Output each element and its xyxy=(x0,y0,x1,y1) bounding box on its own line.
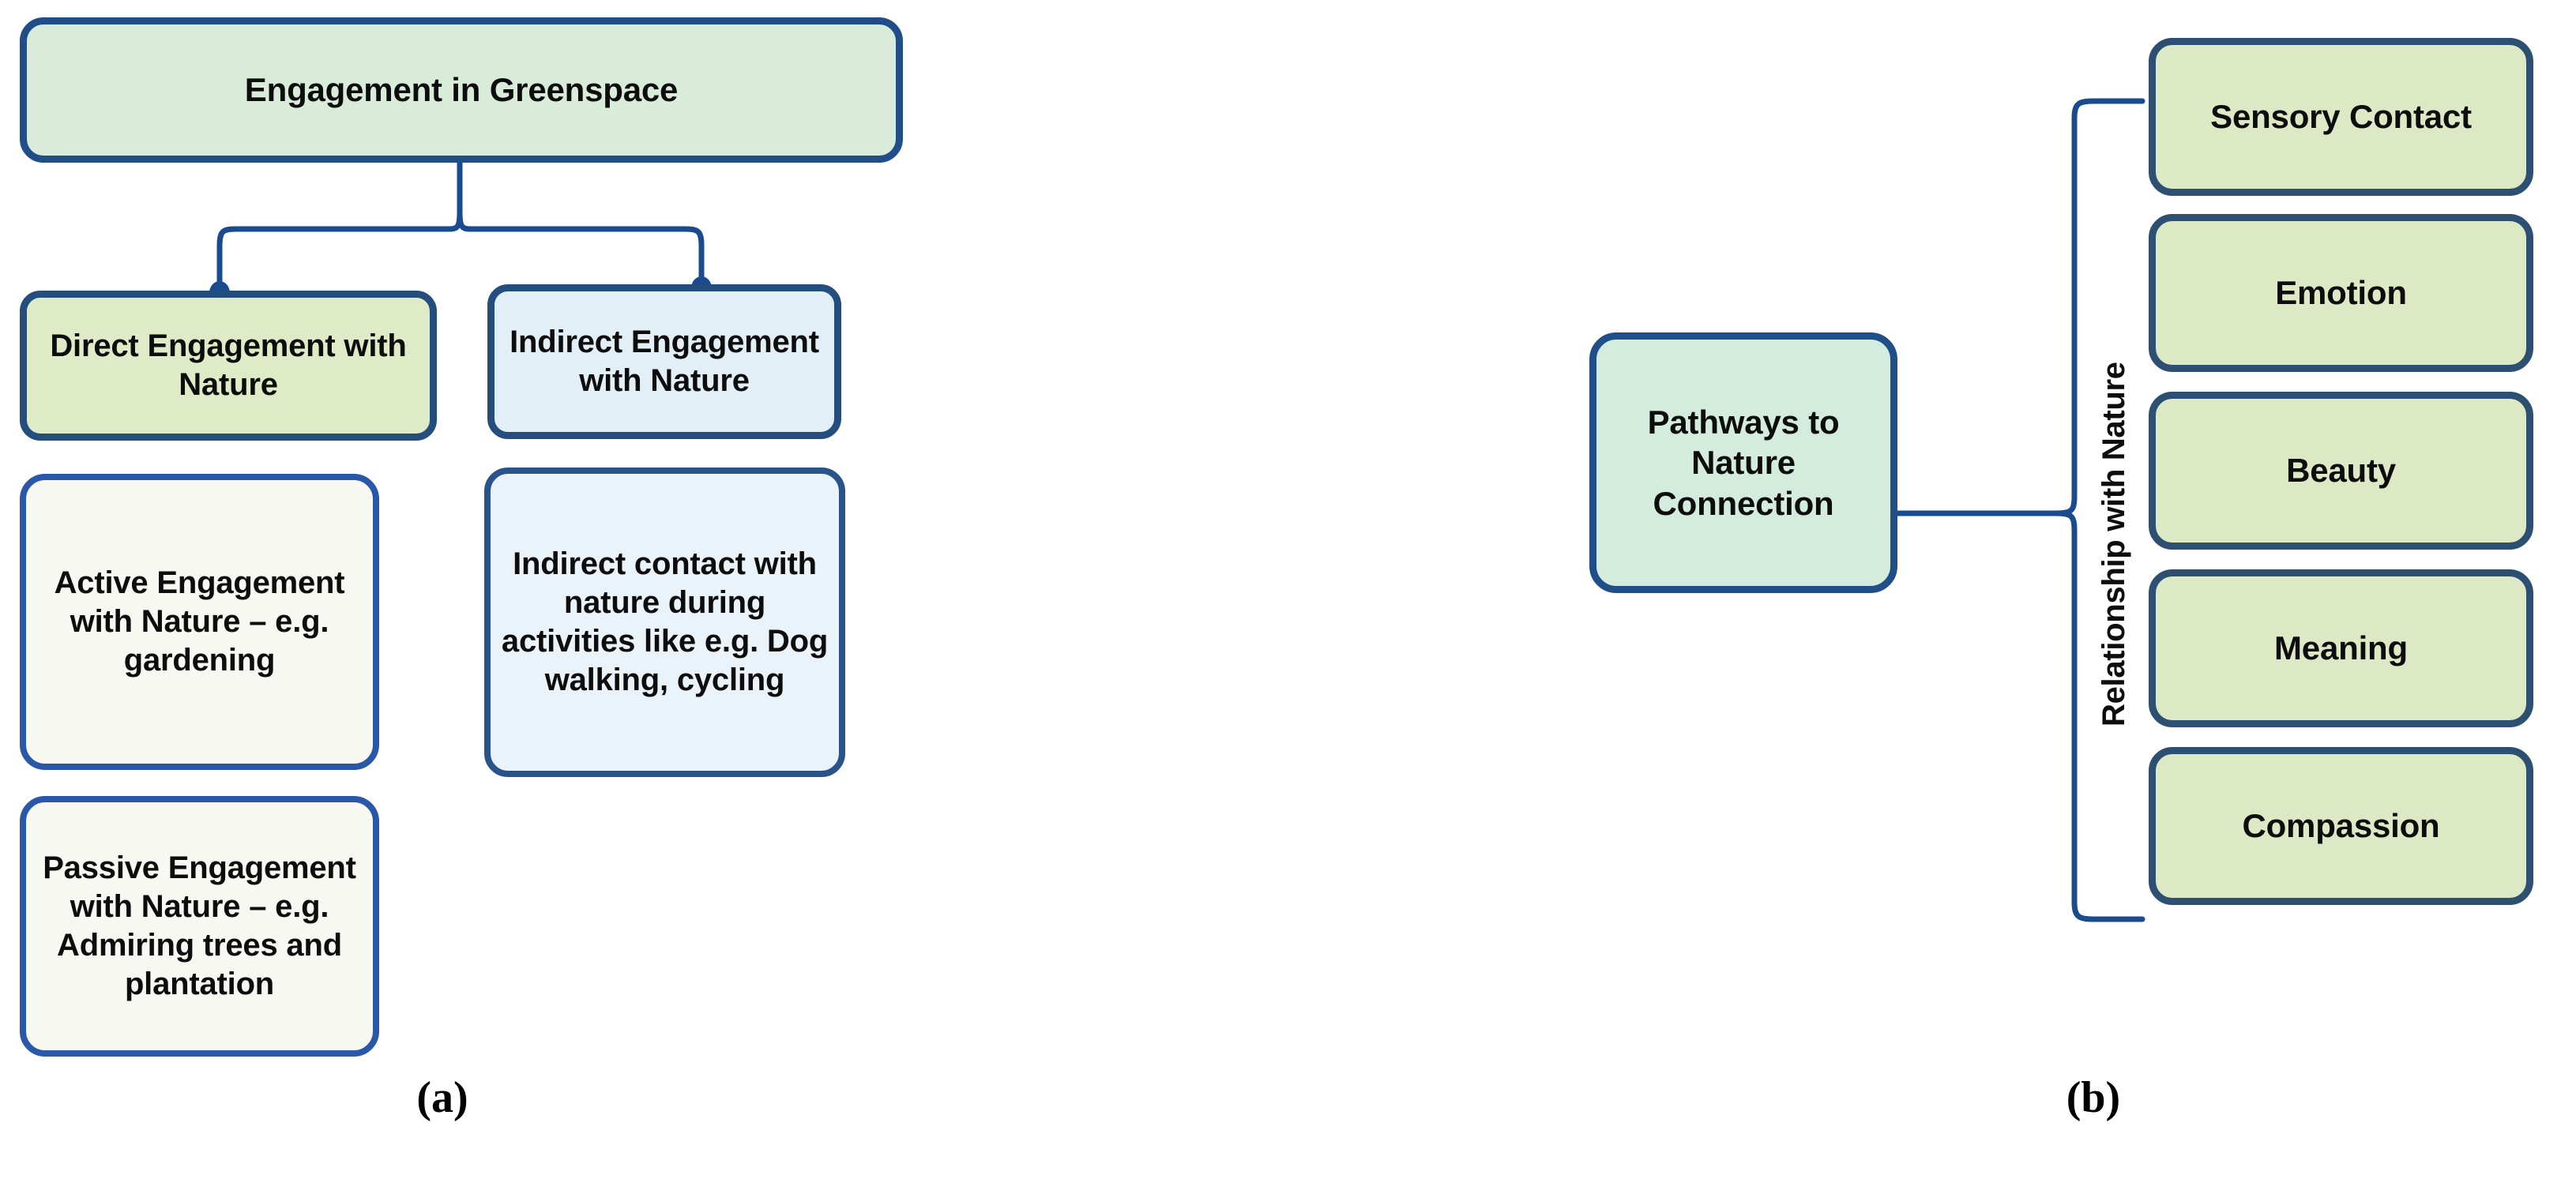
node-sensory-contact[interactable]: Sensory Contact xyxy=(2149,38,2533,196)
panel-caption-a: (a) xyxy=(416,1073,468,1122)
node-indirect-engagement-with-nature[interactable]: Indirect Engagement with Nature xyxy=(487,284,841,439)
node-passive-engagement-with-nature[interactable]: Passive Engagement with Nature – e.g. Ad… xyxy=(20,796,379,1057)
node-active-engagement-with-nature[interactable]: Active Engagement with Nature – e.g. gar… xyxy=(20,474,379,770)
node-engagement-in-greenspace[interactable]: Engagement in Greenspace xyxy=(20,17,903,163)
node-beauty[interactable]: Beauty xyxy=(2149,392,2533,550)
node-compassion[interactable]: Compassion xyxy=(2149,747,2533,905)
node-indirect-contact-detail[interactable]: Indirect contact with nature during acti… xyxy=(484,467,845,777)
node-emotion[interactable]: Emotion xyxy=(2149,214,2533,372)
panel-caption-b: (b) xyxy=(2066,1073,2121,1122)
node-pathways-to-nature-connection[interactable]: Pathways to Nature Connection xyxy=(1589,332,1897,593)
bracket-label-relationship-with-nature: Relationship with Nature xyxy=(2097,362,2131,727)
node-direct-engagement-with-nature[interactable]: Direct Engagement with Nature xyxy=(20,291,437,441)
node-meaning[interactable]: Meaning xyxy=(2149,569,2533,727)
